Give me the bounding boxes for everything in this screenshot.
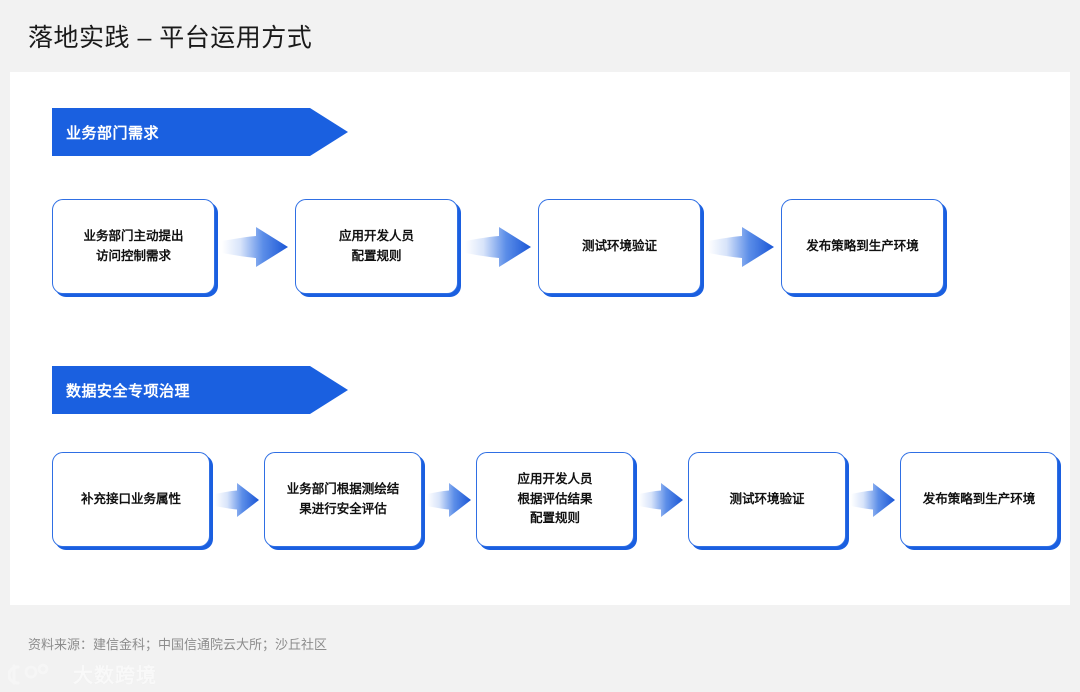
flow-arrow-icon [639,482,683,517]
section-banner-label: 数据安全专项治理 [66,382,191,400]
section-banner-label: 业务部门需求 [66,124,160,142]
source-note: 资料来源：建信金科；中国信通院云大所；沙丘社区 [28,637,328,652]
flow-arrow-icon [851,482,895,517]
flow-step-box[interactable]: 应用开发人员 配置规则 [295,199,458,294]
flow-step-label: 测试环境验证 [581,238,657,253]
page-title: 落地实践 – 平台运用方式 [28,24,313,52]
flow-step-label: 测试环境验证 [729,491,805,506]
flow-step-box[interactable]: 应用开发人员 根据评估结果 配置规则 [476,452,634,547]
flow-step-label: 发布策略到生产环境 [806,238,919,253]
flow-arrow-icon [708,226,774,267]
flow-step-label: 发布策略到生产环境 [922,491,1036,506]
flow-arrow-icon [465,226,531,267]
section-banner-data-security: 数据安全专项治理 [52,366,348,414]
flow-step-box[interactable]: 发布策略到生产环境 [900,452,1058,547]
flow-arrow-icon [222,226,288,267]
flow-step-label: 应用开发人员 根据评估结果 配置规则 [517,472,593,526]
flow-step-label: 补充接口业务属性 [80,491,181,506]
flow-step-box[interactable]: 业务部门根据测绘结 果进行安全评估 [264,452,422,547]
watermark: 大数跨境 [8,659,157,688]
flow-arrow-icon [427,482,471,517]
flow-step-box[interactable]: 发布策略到生产环境 [781,199,944,294]
flow-step-box[interactable]: 补充接口业务属性 [52,452,210,547]
flow-row-business-demand: 业务部门主动提出 访问控制需求 应用开发人员 配置规则 [52,199,1036,294]
flow-step-box[interactable]: 测试环境验证 [688,452,846,547]
flow-arrow-icon [215,482,259,517]
flow-row-data-security: 补充接口业务属性 业务部门根据测绘结 果进行安全评估 [52,452,1058,547]
flow-step-label: 应用开发人员 配置规则 [338,229,414,263]
slide-card: 业务部门需求 业务部门主动提出 访问控制需求 应用开发人员 配置规则 [10,72,1070,605]
flow-step-box[interactable]: 业务部门主动提出 访问控制需求 [52,199,215,294]
flow-step-box[interactable]: 测试环境验证 [538,199,701,294]
watermark-brand-text: 大数跨境 [73,665,157,687]
ic-dashukuajing-logo-icon [8,663,49,684]
flow-step-label: 业务部门主动提出 访问控制需求 [83,229,184,263]
section-banner-business-demand: 业务部门需求 [52,108,348,156]
flow-step-label: 业务部门根据测绘结 果进行安全评估 [286,482,400,516]
